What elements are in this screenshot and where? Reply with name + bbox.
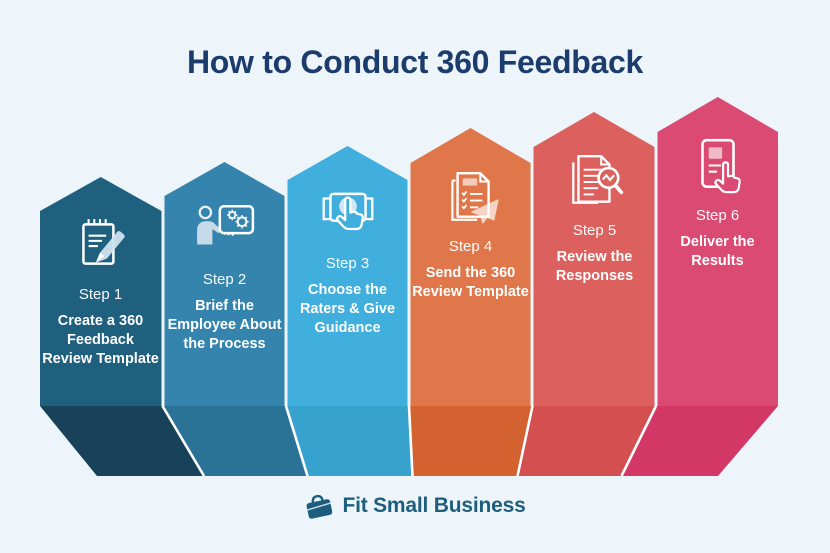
- step-column-6: Step 6 Deliver the Results: [657, 135, 778, 271]
- step-label: Step 5: [572, 222, 617, 239]
- step-label: Step 6: [695, 207, 740, 224]
- fold-1: [40, 406, 204, 476]
- step-description: Create a 360 Feedback Review Template: [42, 313, 159, 367]
- footer-brand: Fit Small Business: [0, 492, 830, 520]
- step-description: Brief the Employee About the Process: [167, 298, 282, 352]
- step-column-5: Step 5 Review the Responses: [534, 150, 655, 286]
- column-body-5: [533, 112, 655, 406]
- notepad-pencil-icon: [81, 219, 125, 265]
- step-description: Send the 360 Review Template: [412, 265, 529, 300]
- step-column-2: Step 2 Brief the Employee About the Proc…: [164, 199, 285, 354]
- step-description: Review the Responses: [555, 249, 634, 284]
- step-label: Step 3: [325, 255, 370, 272]
- column-body-3: [287, 146, 408, 406]
- tablet-tap-icon: [700, 138, 741, 194]
- fold-4: [409, 406, 533, 476]
- brand-name: Fit Small Business: [342, 494, 526, 517]
- page-title: How to Conduct 360 Feedback: [187, 44, 643, 80]
- fold-3: [286, 406, 413, 476]
- step-label: Step 4: [448, 238, 493, 255]
- briefcase-icon: [307, 494, 333, 519]
- presenter-gears-icon: [196, 204, 254, 245]
- step-column-1: Step 1 Create a 360 Feedback Review Temp…: [40, 214, 161, 369]
- documents-magnifier-icon: [571, 155, 623, 204]
- step-description: Deliver the Results: [680, 234, 755, 269]
- fold-5: [517, 406, 656, 476]
- step-column-3: Step 3 Choose the Raters & Give Guidance: [287, 183, 408, 338]
- checklist-send-icon: [450, 172, 499, 224]
- touchscreen-tap-icon: [322, 192, 373, 231]
- step-label: Step 2: [202, 271, 247, 288]
- fold-2: [162, 406, 308, 476]
- column-body-1: [40, 177, 162, 406]
- step-label: Step 1: [78, 286, 123, 303]
- column-body-4: [410, 128, 531, 406]
- step-column-4: Step 4 Send the 360 Review Template: [410, 166, 531, 302]
- column-body-2: [164, 162, 285, 406]
- step-description: Choose the Raters & Give Guidance: [299, 282, 396, 336]
- fold-6: [621, 406, 778, 476]
- fold-separators: [161, 405, 658, 477]
- column-body-6: [657, 97, 778, 406]
